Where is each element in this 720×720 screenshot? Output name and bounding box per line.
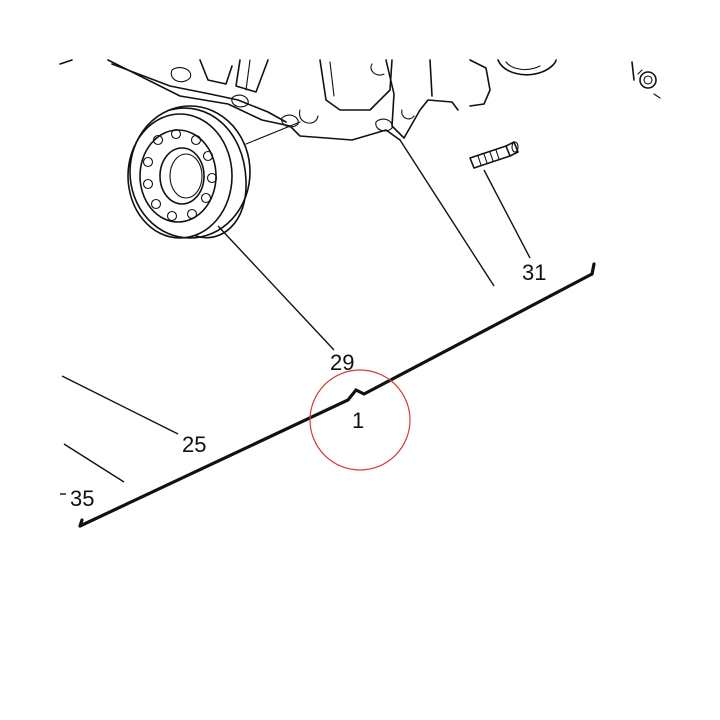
housing-casting [59,59,557,145]
bracket-line [78,272,594,528]
bearing-part-29 [127,105,251,239]
callout-31: 31 [522,260,546,285]
highlight-circle [309,369,411,471]
washer-fitting [631,61,661,99]
callout-1: 1 [352,408,364,433]
leader-29 [217,225,335,351]
assembly-bracket [78,262,596,528]
leader-31 [483,169,531,259]
bolt-part-31 [469,141,519,169]
bracket-right-end [590,262,596,276]
leader-35 [63,443,125,483]
callout-35: 35 [70,486,94,511]
callout-29: 29 [330,350,354,375]
leader-25 [61,375,179,435]
leader-lines [60,139,531,495]
leader-housing [399,139,495,287]
callout-25: 25 [182,432,206,457]
bracket-left-end [78,518,84,528]
